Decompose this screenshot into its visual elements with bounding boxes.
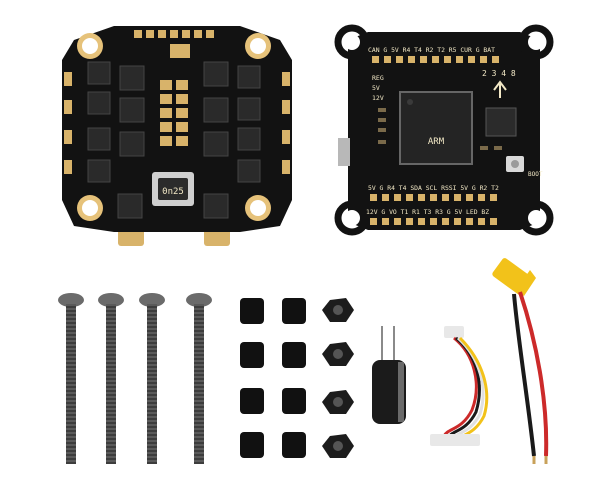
- esc-mosfets: [87, 61, 261, 219]
- esc-board: 0n25: [62, 26, 292, 246]
- bolt: [139, 293, 165, 464]
- fc-label-12v: 12V: [372, 94, 384, 102]
- damper: [240, 432, 264, 458]
- bolt: [98, 293, 124, 464]
- dampers: [240, 298, 306, 458]
- esc-chip-label: 0n25: [162, 187, 184, 197]
- nuts: [322, 298, 354, 458]
- xt60-power-lead: [492, 258, 549, 464]
- esc-signal-pads: [134, 30, 214, 58]
- jst-cable: [430, 326, 489, 446]
- fc-motor-labels: 2 3 4 8: [482, 69, 516, 78]
- damper: [282, 432, 306, 458]
- fc-top-pad-labels: CAN G 5V R4 T4 R2 T2 R5 CUR G BAT: [368, 46, 495, 54]
- damper: [282, 298, 306, 324]
- bolt: [58, 293, 84, 464]
- nut: [322, 434, 354, 458]
- damper: [240, 342, 264, 368]
- fc-boot-label: BOOT: [528, 171, 543, 178]
- fc-top-pads: [372, 56, 499, 63]
- nut: [322, 342, 354, 366]
- damper: [240, 388, 264, 414]
- fc-direction-arrow-icon: [493, 80, 507, 98]
- fc-label-5v: 5V: [372, 84, 380, 92]
- xt60-connector: [492, 258, 534, 296]
- bolts: [58, 293, 212, 464]
- flight-controller: CAN G 5V R4 T4 R2 T2 R5 CUR G BAT 2 3 4 …: [334, 24, 554, 236]
- capacitor: [372, 326, 406, 424]
- fc-passives: [378, 108, 502, 150]
- fc-label-reg: REG: [372, 74, 384, 82]
- esc-motor-pads: [64, 72, 290, 174]
- fc-mount-rings: [334, 24, 554, 236]
- bolt: [186, 293, 212, 464]
- fc-bottom-pads-row2: [370, 218, 497, 225]
- fc-bottom-labels-row2: 12V G VO T1 R1 T3 R3 G 5V LED BZ: [366, 208, 489, 216]
- nut: [322, 298, 354, 322]
- fc-gyro: [485, 107, 517, 137]
- esc-power-bus: [160, 80, 188, 146]
- fc-bottom-pads-row1: [370, 194, 497, 201]
- damper: [282, 342, 306, 368]
- fc-bottom-labels-row1: 5V G R4 T4 SDA SCL RSSI 5V G R2 T2: [368, 184, 499, 192]
- nut: [322, 390, 354, 414]
- fc-usb-port: [338, 138, 350, 166]
- fc-mcu-label: ARM: [428, 137, 445, 147]
- damper: [282, 388, 306, 414]
- damper: [240, 298, 264, 324]
